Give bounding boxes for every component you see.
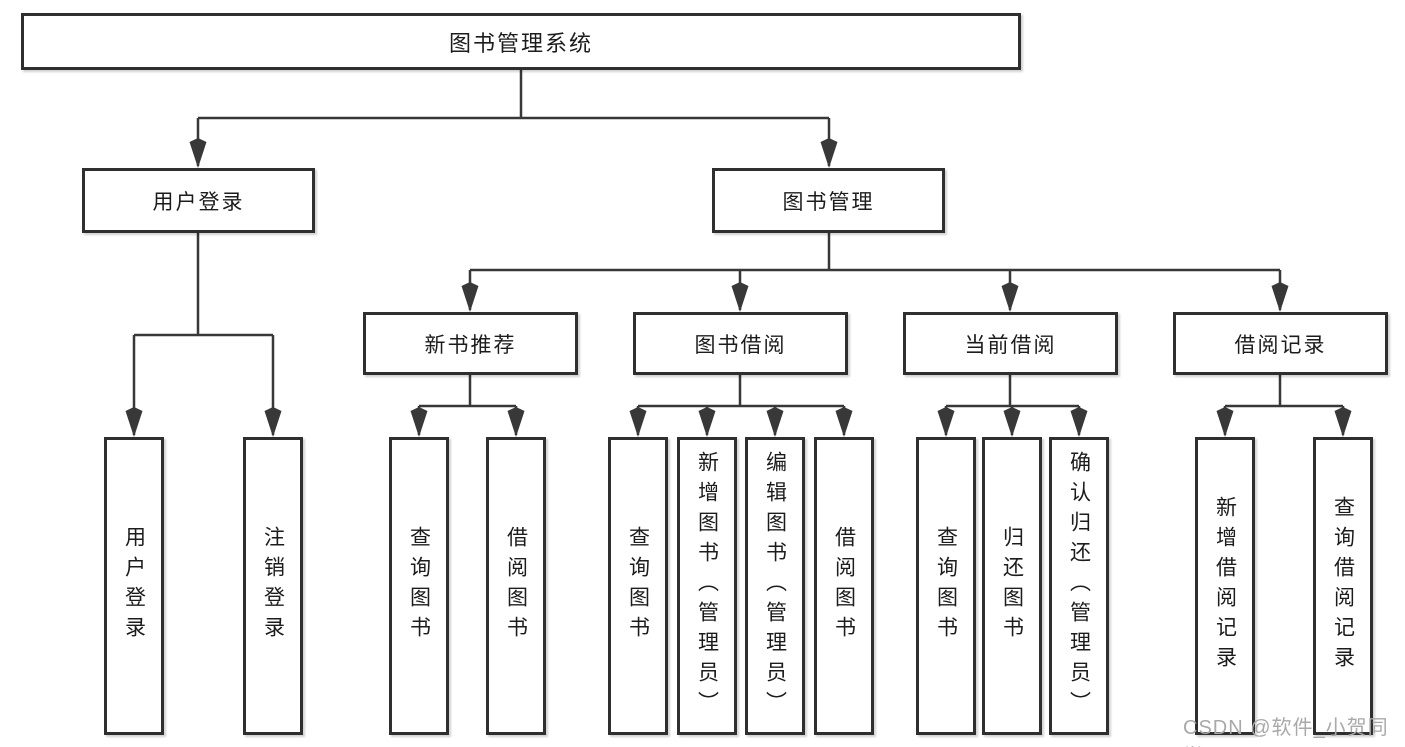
node-user-login-leaf: 用户登录 bbox=[104, 437, 164, 735]
node-label: 归还图书 bbox=[1000, 526, 1024, 646]
node-current-borrowing: 当前借阅 bbox=[903, 312, 1118, 375]
node-query-books-borrowing: 查询图书 bbox=[608, 437, 668, 735]
node-label: 图书管理 bbox=[782, 190, 875, 214]
node-add-books-admin: 新增图书（管理员） bbox=[677, 437, 737, 735]
node-label: 借阅记录 bbox=[1234, 333, 1327, 357]
node-label: 新书推荐 bbox=[424, 333, 517, 357]
node-label: 新增图书（管理员） bbox=[695, 451, 719, 721]
node-borrowing-records: 借阅记录 bbox=[1173, 312, 1388, 375]
node-label: 借阅图书 bbox=[504, 526, 528, 646]
node-label: 注销登录 bbox=[261, 526, 285, 646]
node-label: 借阅图书 bbox=[832, 526, 856, 646]
node-add-borrow-record: 新增借阅记录 bbox=[1195, 437, 1255, 735]
node-library-management-system: 图书管理系统 bbox=[21, 13, 1021, 70]
node-query-books-recommend: 查询图书 bbox=[389, 437, 449, 735]
node-book-management: 图书管理 bbox=[712, 168, 945, 233]
node-label: 当前借阅 bbox=[964, 333, 1057, 357]
node-label: 图书借阅 bbox=[694, 333, 787, 357]
node-edit-books-admin: 编辑图书（管理员） bbox=[745, 437, 805, 735]
node-borrow-books-borrowing: 借阅图书 bbox=[814, 437, 874, 735]
node-label: 新增借阅记录 bbox=[1213, 496, 1237, 676]
node-query-borrow-record: 查询借阅记录 bbox=[1313, 437, 1373, 735]
node-return-books: 归还图书 bbox=[982, 437, 1042, 735]
node-book-borrowing: 图书借阅 bbox=[633, 312, 848, 375]
node-label: 编辑图书（管理员） bbox=[763, 451, 787, 721]
node-label: 用户登录 bbox=[122, 526, 146, 646]
node-label: 用户登录 bbox=[152, 190, 245, 214]
node-label: 图书管理系统 bbox=[448, 30, 593, 56]
node-logout: 注销登录 bbox=[243, 437, 303, 735]
node-user-login: 用户登录 bbox=[82, 168, 315, 233]
node-label: 查询图书 bbox=[934, 526, 958, 646]
node-label: 确认归还（管理员） bbox=[1067, 451, 1091, 721]
node-label: 查询图书 bbox=[626, 526, 650, 646]
node-label: 查询图书 bbox=[407, 526, 431, 646]
node-label: 查询借阅记录 bbox=[1331, 496, 1355, 676]
node-new-book-recommendation: 新书推荐 bbox=[363, 312, 578, 375]
csdn-watermark: CSDN @软件_小贺同学 bbox=[1183, 717, 1389, 747]
node-borrow-books-recommend: 借阅图书 bbox=[486, 437, 546, 735]
node-query-books-current: 查询图书 bbox=[916, 437, 976, 735]
node-confirm-return-admin: 确认归还（管理员） bbox=[1049, 437, 1109, 735]
